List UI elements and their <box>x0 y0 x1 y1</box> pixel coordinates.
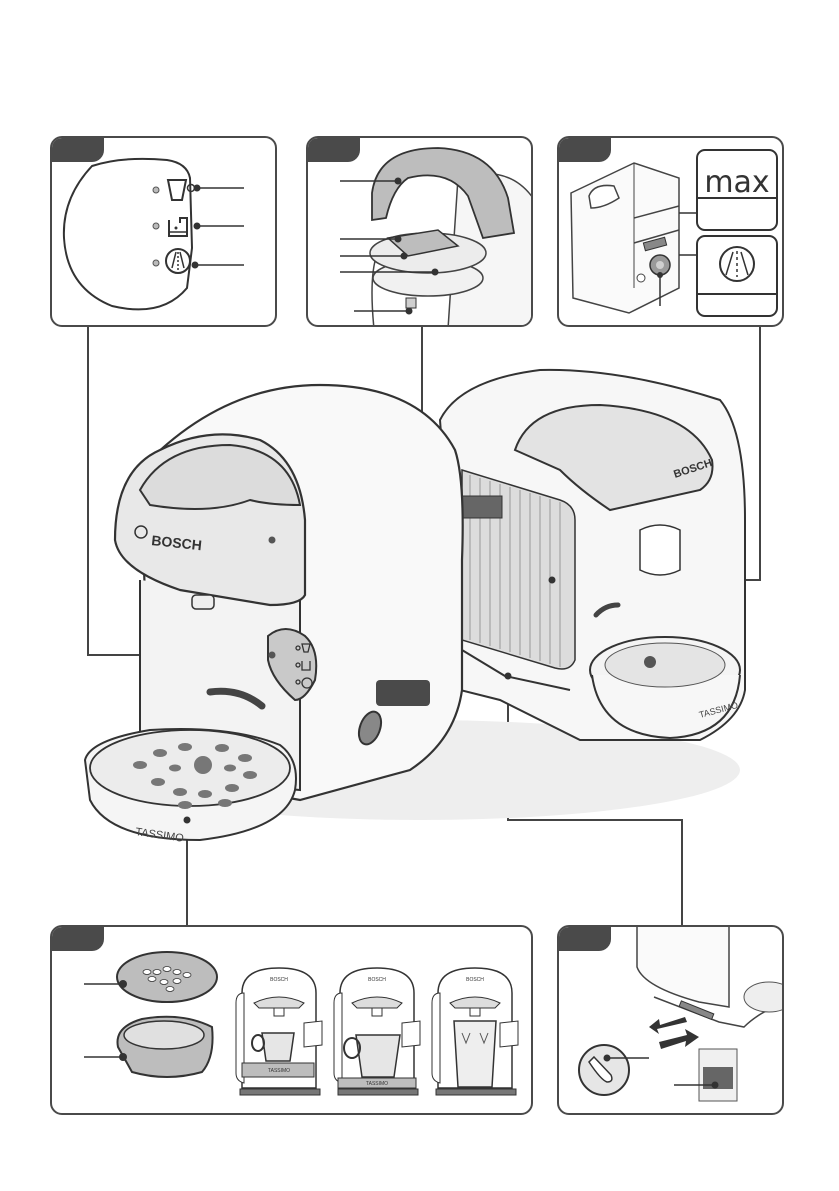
panel-step-tab <box>308 138 360 162</box>
panel-step-tab <box>52 927 104 951</box>
drip-grid <box>116 951 218 1003</box>
led-dot <box>152 259 160 267</box>
mini-tray-label: TASSIMO <box>366 1081 388 1087</box>
tray-brand-label: TASSIMO <box>135 826 185 845</box>
cable-storage-callout <box>504 672 512 680</box>
panel-step-tab <box>559 138 611 162</box>
water-tank-indicator-icon <box>168 217 188 237</box>
mini-brand-label: BOSCH <box>368 977 386 983</box>
cup-slot <box>206 687 266 710</box>
front-machine: BOSCH TASSIMO <box>83 383 464 845</box>
led-dot <box>152 186 160 194</box>
panel-step-tab <box>52 138 104 162</box>
rear-drip-tray <box>589 636 741 704</box>
panel-step-tab <box>559 927 611 951</box>
arrow-right-icon <box>659 1029 699 1049</box>
panel-control-indicators <box>50 136 277 327</box>
drip-tray-drawing <box>84 951 218 1078</box>
mini-brand-label: BOSCH <box>466 977 484 983</box>
water-tank-drawing: max <box>570 149 778 317</box>
power-switch[interactable] <box>355 709 385 748</box>
bosch-logo-icon <box>134 525 148 539</box>
head-callout <box>268 536 276 544</box>
led-dot <box>152 222 160 230</box>
callout-lines <box>191 184 244 269</box>
panel-water-tank: max <box>557 136 784 327</box>
brand-label: BOSCH <box>151 532 203 553</box>
brand-label: BOSCH <box>672 457 714 481</box>
mini-machine-small-cup: BOSCH TASSIMO <box>235 967 323 1096</box>
tray-brand-label: TASSIMO <box>698 700 739 720</box>
max-level-detail <box>696 149 778 231</box>
mini-machine-tall-glass: BOSCH <box>431 967 519 1096</box>
rear-machine: BOSCH TASSIMO <box>438 368 746 741</box>
max-level-label: max <box>704 165 769 200</box>
panel-brewing-unit <box>306 136 533 327</box>
mini-brand-label: BOSCH <box>270 977 288 983</box>
control-panel[interactable] <box>267 628 318 702</box>
mini-machine-large-cup: BOSCH TASSIMO <box>333 967 421 1096</box>
drip-tray[interactable] <box>83 728 297 842</box>
descaling-indicator-icon <box>165 248 191 274</box>
callout-lines <box>340 177 439 315</box>
panel-drip-tray: BOSCH TASSIMO BOSCH TASSIMO BOSCH <box>50 925 533 1115</box>
arrow-left-icon <box>649 1017 687 1034</box>
drip-grid-holes <box>133 743 257 809</box>
mini-tray-label: TASSIMO <box>268 1068 290 1074</box>
descaling-indicator-icon <box>719 246 755 282</box>
side-label-plate <box>376 680 430 706</box>
brewing-head[interactable] <box>113 433 307 607</box>
water-tank[interactable] <box>461 468 576 670</box>
panel-cable-storage <box>557 925 784 1115</box>
cable-storage-drawing <box>578 927 782 1102</box>
connector-lines <box>87 327 761 925</box>
control-panel-drawing <box>62 157 244 311</box>
brewing-unit-drawing <box>340 147 531 325</box>
